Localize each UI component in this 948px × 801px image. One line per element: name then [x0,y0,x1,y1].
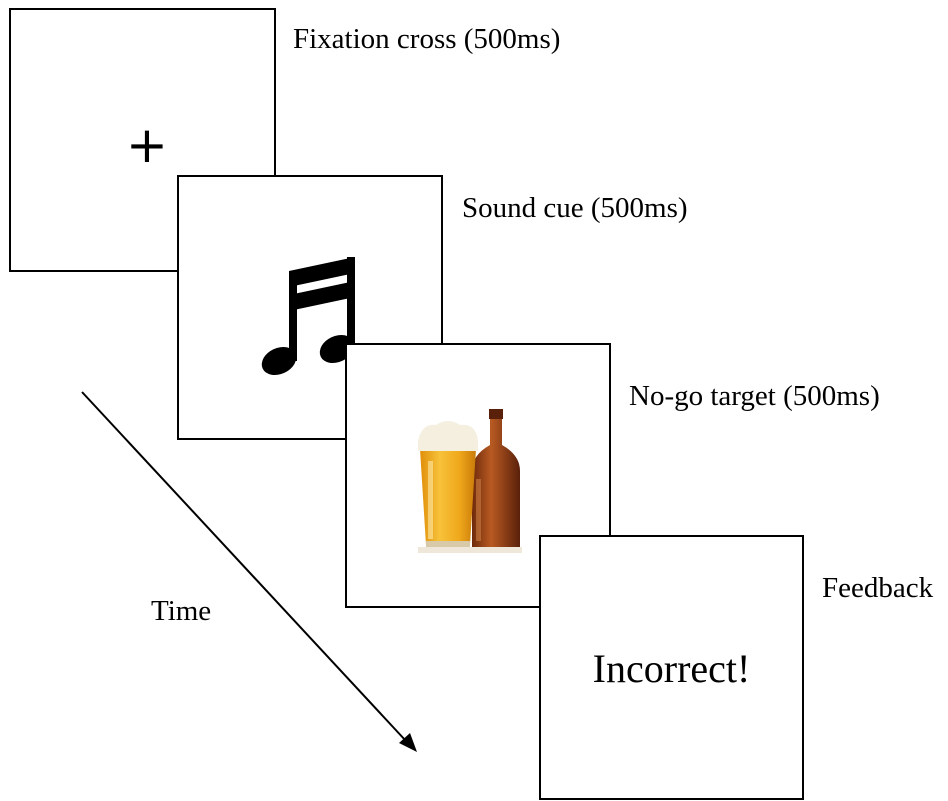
nogo-target-panel [345,343,611,608]
feedback-panel: Incorrect! [539,535,804,800]
beer-glass-and-bottle-image [418,409,522,553]
music-note-icon [261,257,355,376]
nogo-target-label: No-go target (500ms) [629,380,880,412]
sound-cue-label: Sound cue (500ms) [462,192,688,224]
feedback-message: Incorrect! [592,646,751,691]
time-label: Time [151,595,212,627]
fixation-label: Fixation cross (500ms) [293,23,561,55]
feedback-label: Feedback [822,572,934,604]
fixation-cross: + [126,116,168,174]
